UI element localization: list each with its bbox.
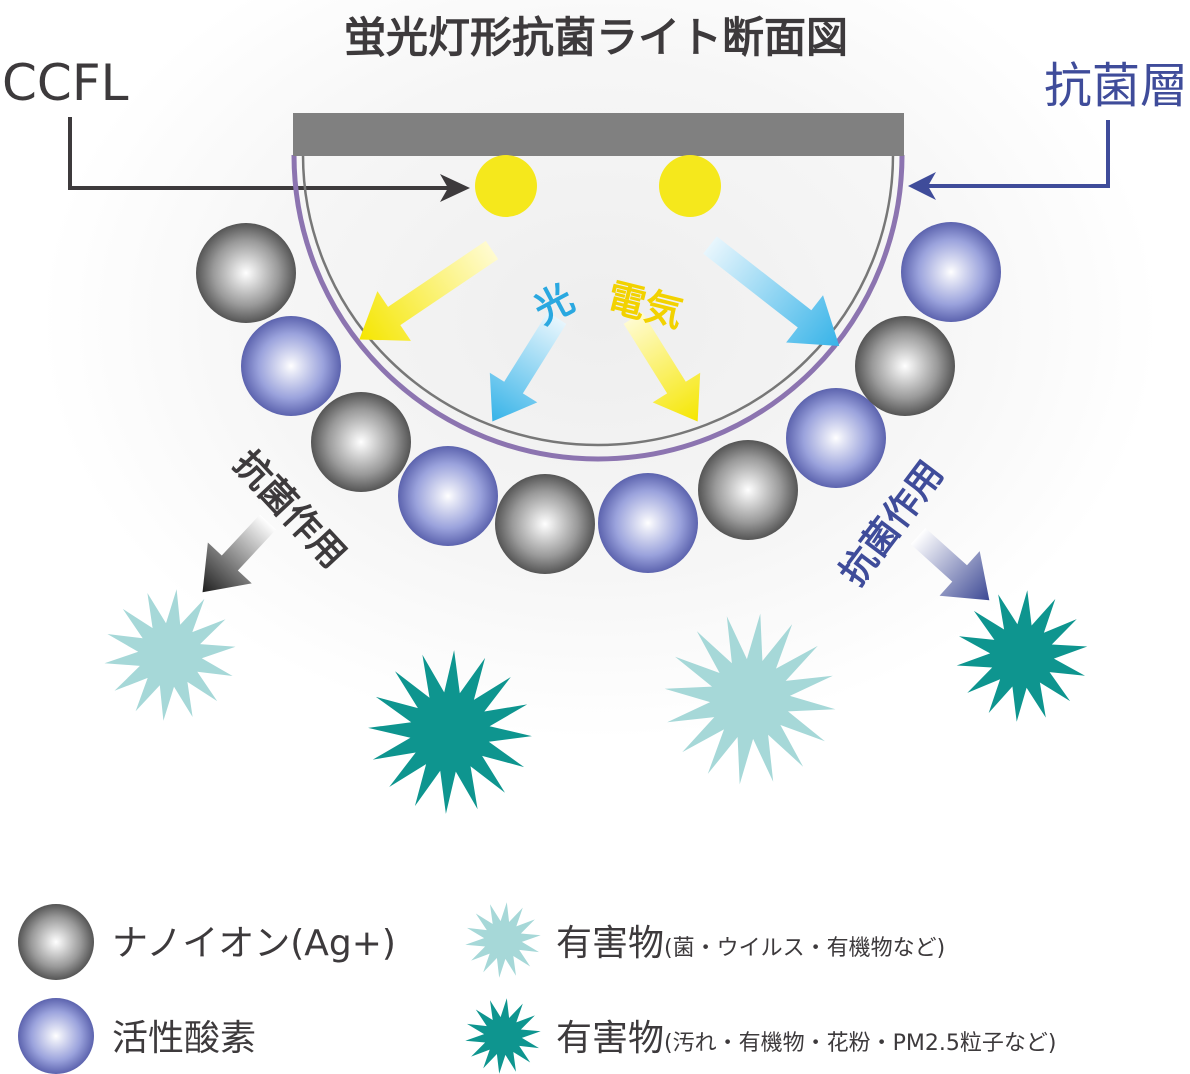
legend-nano-ion-icon [18,904,94,980]
ccfl-label: CCFL [2,54,129,112]
antibacterial-arrow-left [202,514,277,593]
lamp-mount-bar [293,113,904,156]
particle-ring [196,222,1001,574]
ccfl-pointer-arrow [68,117,470,202]
nano-ion-particle [698,440,798,540]
light-arrow-center [489,312,567,422]
legend-harmful-light-label: 有害物(菌・ウイルス・有機物など) [556,923,945,964]
tube-inner-wall [301,154,895,447]
legend-star-light [465,902,541,978]
nano-ion-particle [495,474,595,574]
active-oxygen-particle [786,388,886,488]
electricity-arrow-center [623,312,701,422]
nano-ion-particle [311,392,411,492]
legend-active-oxygen-label: 活性酸素 [112,1018,256,1059]
active-oxygen-particle [901,222,1001,322]
legend-harmful-dark-icon [465,998,541,1074]
antibacterial-layer-label: 抗菌層 [1044,58,1188,114]
nano-ion-particle [196,223,296,323]
diagram-title: 蛍光灯形抗菌ライト断面図 [344,13,848,62]
legend-harmful-dark-label: 有害物(汚れ・有機物・花粉・PM2.5粒子など) [556,1018,1056,1059]
legend-active-oxygen-icon [18,998,94,1074]
active-oxygen-particle [241,316,341,416]
active-oxygen-particle [598,473,698,573]
harmful-substances [104,589,1088,814]
nano-ion-particle [855,316,955,416]
tube-outer-layer [291,154,905,462]
legend-harmful-light-icon [465,902,541,978]
harmful-substance-dark [956,590,1088,722]
ccfl-lamp-left [475,155,537,217]
harmful-substance-light [664,613,836,785]
legend-nano-ion-label: ナノイオン(Ag+) [112,923,396,964]
antibacterial-arrow-right [910,527,990,601]
background-glow [40,0,1160,740]
harmful-substance-light [104,589,236,721]
light-arrow-upper-right [703,236,840,346]
harmful-substance-dark [368,650,532,814]
active-oxygen-particle [398,446,498,546]
ccfl-lamp-right [659,155,721,217]
legend-star-dark [465,998,541,1074]
layer-pointer-arrow [908,120,1110,200]
legend: ナノイオン(Ag+) 活性酸素 有害物(菌・ウイルス・有機物など) 有害物(汚れ… [18,902,1056,1074]
electricity-arrow-upper-left [359,240,499,341]
